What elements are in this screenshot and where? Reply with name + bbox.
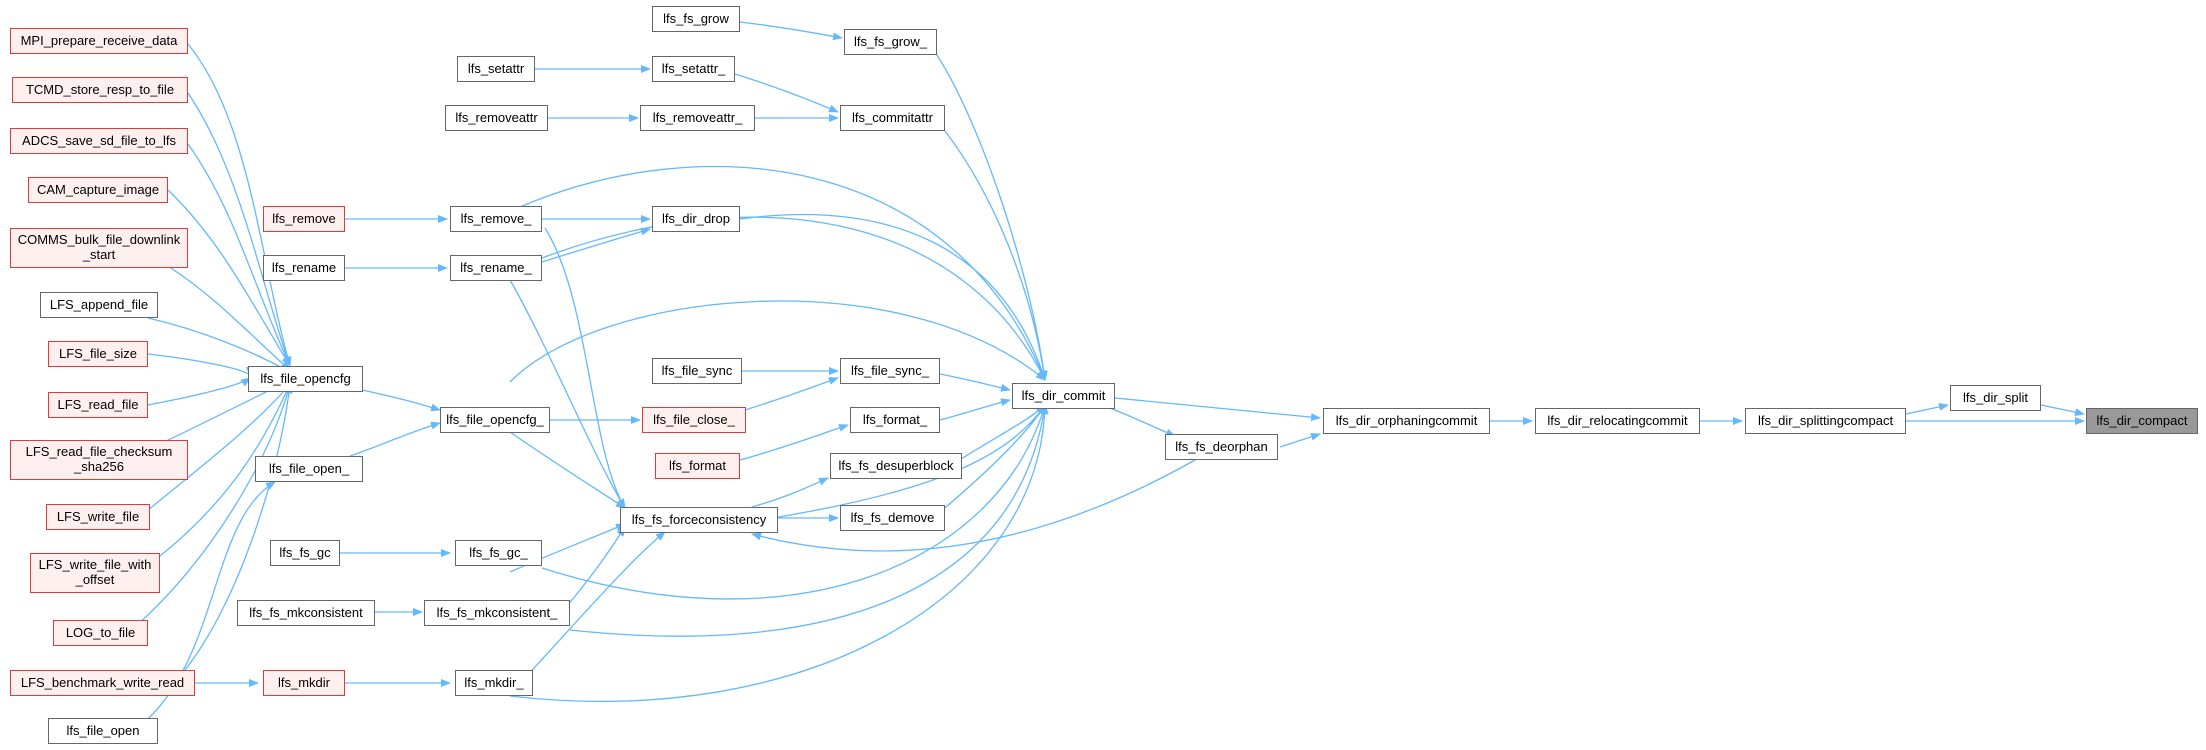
edge bbox=[1279, 432, 1321, 448]
node-lfs-benchmark-write-read[interactable]: LFS_benchmark_write_read bbox=[10, 670, 195, 696]
edge bbox=[569, 404, 1048, 637]
edge bbox=[541, 404, 1047, 600]
node-lfs-read-file[interactable]: LFS_read_file bbox=[48, 392, 148, 418]
node-mpi-prepare-receive-data[interactable]: MPI_prepare_receive_data bbox=[10, 28, 188, 54]
edge bbox=[509, 279, 626, 509]
node-lfs-removeattr[interactable]: lfs_removeattr bbox=[445, 105, 548, 131]
edge bbox=[509, 431, 626, 509]
edge bbox=[167, 189, 291, 367]
node-lfs-fs-gc-internal[interactable]: lfs_fs_gc_ bbox=[455, 540, 542, 566]
node-lfs-file-opencfg[interactable]: lfs_file_opencfg bbox=[248, 366, 363, 392]
edge bbox=[139, 481, 276, 727]
edge bbox=[509, 300, 1046, 383]
edge bbox=[147, 377, 251, 406]
node-lfs-fs-gc[interactable]: lfs_fs_gc bbox=[270, 540, 340, 566]
node-lfs-setattr[interactable]: lfs_setattr bbox=[457, 56, 535, 82]
node-lfs-remove[interactable]: lfs_remove bbox=[263, 206, 345, 232]
node-lfs-file-opencfg-internal[interactable]: lfs_file_opencfg_ bbox=[440, 407, 550, 433]
edge bbox=[541, 227, 651, 263]
node-lfs-file-close-internal[interactable]: lfs_file_close_ bbox=[642, 407, 746, 433]
node-lfs-mkdir-internal[interactable]: lfs_mkdir_ bbox=[455, 670, 533, 696]
edge bbox=[934, 51, 1048, 381]
node-lfs-file-size[interactable]: LFS_file_size bbox=[48, 341, 148, 367]
node-lfs-commitattr[interactable]: lfs_commitattr bbox=[840, 105, 945, 131]
edge bbox=[544, 227, 626, 509]
node-lfs-fs-forceconsistency[interactable]: lfs_fs_forceconsistency bbox=[620, 507, 778, 533]
node-lfs-write-file-with-offset[interactable]: LFS_write_file_with _offset bbox=[30, 553, 160, 593]
edge bbox=[1905, 402, 1949, 415]
edge bbox=[519, 531, 666, 684]
edge bbox=[1114, 397, 1321, 422]
node-lfs-dir-compact: lfs_dir_compact bbox=[2086, 408, 2198, 434]
edge bbox=[159, 383, 291, 557]
edge bbox=[147, 353, 254, 377]
edge bbox=[147, 383, 291, 511]
node-lfs-fs-mkconsistent[interactable]: lfs_fs_mkconsistent bbox=[237, 600, 375, 626]
node-lfs-mkdir[interactable]: lfs_mkdir bbox=[263, 670, 345, 696]
edge bbox=[939, 373, 1011, 392]
node-lfs-append-file[interactable]: LFS_append_file bbox=[40, 292, 158, 318]
node-lfs-file-sync[interactable]: lfs_file_sync bbox=[652, 358, 742, 384]
edge bbox=[184, 383, 293, 671]
node-lfs-fs-demove[interactable]: lfs_fs_demove bbox=[840, 505, 945, 531]
edge bbox=[739, 21, 843, 41]
node-lfs-read-file-checksum-sha256[interactable]: LFS_read_file_checksum _sha256 bbox=[10, 440, 188, 480]
node-lfs-dir-drop[interactable]: lfs_dir_drop bbox=[652, 206, 740, 232]
edge bbox=[949, 404, 1046, 467]
node-lfs-file-sync-internal[interactable]: lfs_file_sync_ bbox=[840, 358, 940, 384]
node-lfs-fs-grow-internal[interactable]: lfs_fs_grow_ bbox=[844, 29, 937, 55]
node-lfs-dir-relocatingcommit[interactable]: lfs_dir_relocatingcommit bbox=[1535, 408, 1700, 434]
node-lfs-format-internal[interactable]: lfs_format_ bbox=[850, 407, 940, 433]
node-comms-bulk-file-downlink-start[interactable]: COMMS_bulk_file_downlink _start bbox=[10, 228, 188, 268]
node-lfs-fs-grow[interactable]: lfs_fs_grow bbox=[652, 6, 740, 32]
node-lfs-write-file[interactable]: LFS_write_file bbox=[46, 504, 150, 530]
edge bbox=[739, 213, 1047, 381]
node-lfs-removeattr-internal[interactable]: lfs_removeattr_ bbox=[640, 105, 755, 131]
node-log-to-file[interactable]: LOG_to_file bbox=[53, 620, 148, 646]
node-lfs-remove-internal[interactable]: lfs_remove_ bbox=[450, 206, 542, 232]
edge bbox=[939, 398, 1011, 421]
edge bbox=[2040, 404, 2085, 417]
node-lfs-dir-splittingcompact[interactable]: lfs_dir_splittingcompact bbox=[1745, 408, 1906, 434]
edge bbox=[187, 143, 291, 367]
node-lfs-rename-internal[interactable]: lfs_rename_ bbox=[450, 255, 542, 281]
node-lfs-rename[interactable]: lfs_rename bbox=[263, 255, 345, 281]
edge bbox=[541, 216, 1046, 381]
edge bbox=[751, 459, 1196, 552]
edge bbox=[134, 383, 292, 628]
edge bbox=[709, 404, 1046, 529]
edge bbox=[751, 477, 829, 508]
node-lfs-setattr-internal[interactable]: lfs_setattr_ bbox=[652, 56, 735, 82]
edge bbox=[187, 92, 291, 367]
edge bbox=[509, 404, 1049, 703]
node-adcs-save-sd-file-to-lfs[interactable]: ADCS_save_sd_file_to_lfs bbox=[10, 128, 188, 154]
node-lfs-fs-desuperblock[interactable]: lfs_fs_desuperblock bbox=[830, 453, 962, 479]
node-lfs-format[interactable]: lfs_format bbox=[655, 453, 740, 479]
node-tcmd-store-resp-to-file[interactable]: TCMD_store_resp_to_file bbox=[12, 77, 188, 103]
node-cam-capture-image[interactable]: CAM_capture_image bbox=[28, 177, 168, 203]
edge bbox=[944, 130, 1048, 381]
edge bbox=[739, 424, 849, 461]
edge bbox=[361, 389, 441, 412]
edge bbox=[147, 317, 291, 373]
edge bbox=[744, 377, 839, 411]
edge bbox=[187, 43, 292, 367]
node-lfs-dir-split[interactable]: lfs_dir_split bbox=[1950, 385, 2041, 411]
edge bbox=[519, 165, 1046, 381]
node-lfs-dir-commit[interactable]: lfs_dir_commit bbox=[1012, 383, 1115, 409]
node-lfs-file-open-internal[interactable]: lfs_file_open_ bbox=[255, 456, 363, 482]
edge bbox=[167, 265, 291, 371]
edge bbox=[349, 421, 441, 457]
node-lfs-fs-mkconsistent-internal[interactable]: lfs_fs_mkconsistent_ bbox=[424, 600, 570, 626]
node-lfs-fs-deorphan[interactable]: lfs_fs_deorphan bbox=[1165, 434, 1278, 460]
edge bbox=[1109, 407, 1176, 437]
node-lfs-dir-orphaningcommit[interactable]: lfs_dir_orphaningcommit bbox=[1323, 408, 1490, 434]
edge bbox=[734, 73, 839, 113]
node-lfs-file-open[interactable]: lfs_file_open bbox=[48, 718, 158, 744]
